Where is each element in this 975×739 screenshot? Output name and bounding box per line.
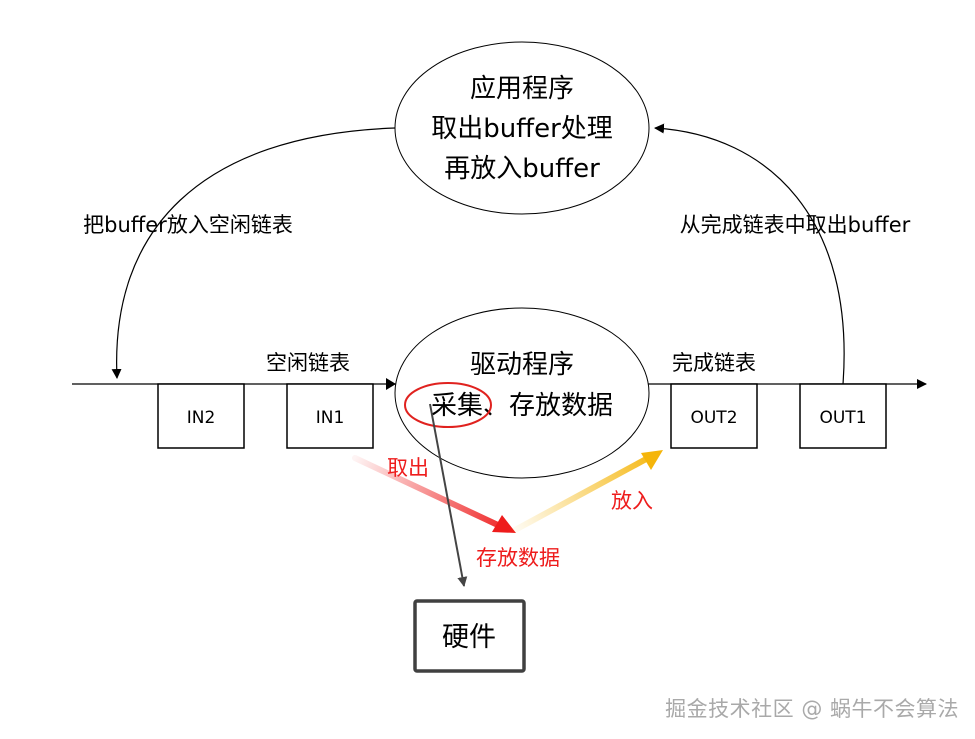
buffer-out2: OUT2 (670, 383, 758, 449)
label-store-data: 存放数据 (476, 546, 560, 570)
label-take-from-done-list: 从完成链表中取出buffer (680, 213, 911, 237)
label-put-in: 放入 (611, 489, 653, 513)
take-out-arrowhead (492, 515, 516, 533)
watermark: 掘金技术社区 @ 蜗牛不会算法 (665, 697, 959, 721)
buffer-in1: IN1 (286, 383, 374, 449)
arc-from-done-list (654, 123, 845, 385)
hardware-box: 硬件 (413, 599, 526, 673)
put-in-arrow (512, 455, 651, 533)
buffer-in2: IN2 (157, 383, 245, 449)
highlight-circle (404, 382, 492, 428)
buffer-out1: OUT1 (799, 383, 887, 449)
buffer-in1-label: IN1 (316, 408, 345, 428)
app-line-3: 再放入buffer (444, 154, 600, 184)
hardware-label: 硬件 (442, 622, 496, 653)
label-free-list: 空闲链表 (266, 351, 350, 375)
arrow-into-driver (386, 378, 396, 390)
label-done-list: 完成链表 (672, 351, 756, 375)
take-out-arrow (352, 455, 503, 529)
driver-line-2: 采集、存放数据 (431, 391, 613, 421)
driver-process-ellipse (394, 307, 650, 479)
app-line-1: 应用程序 (470, 74, 574, 104)
put-in-arrowhead (641, 450, 663, 470)
app-line-2: 取出buffer处理 (431, 114, 613, 144)
arrow-to-hardware (429, 403, 468, 587)
buffer-out1-label: OUT1 (819, 408, 866, 428)
buffer-out2-label: OUT2 (690, 408, 737, 428)
label-put-into-free-list: 把buffer放入空闲链表 (83, 213, 293, 237)
label-take-out: 取出 (387, 456, 429, 480)
arc-to-free-list (111, 127, 396, 379)
buffer-in2-label: IN2 (187, 408, 216, 428)
driver-line-1: 驱动程序 (470, 350, 574, 380)
